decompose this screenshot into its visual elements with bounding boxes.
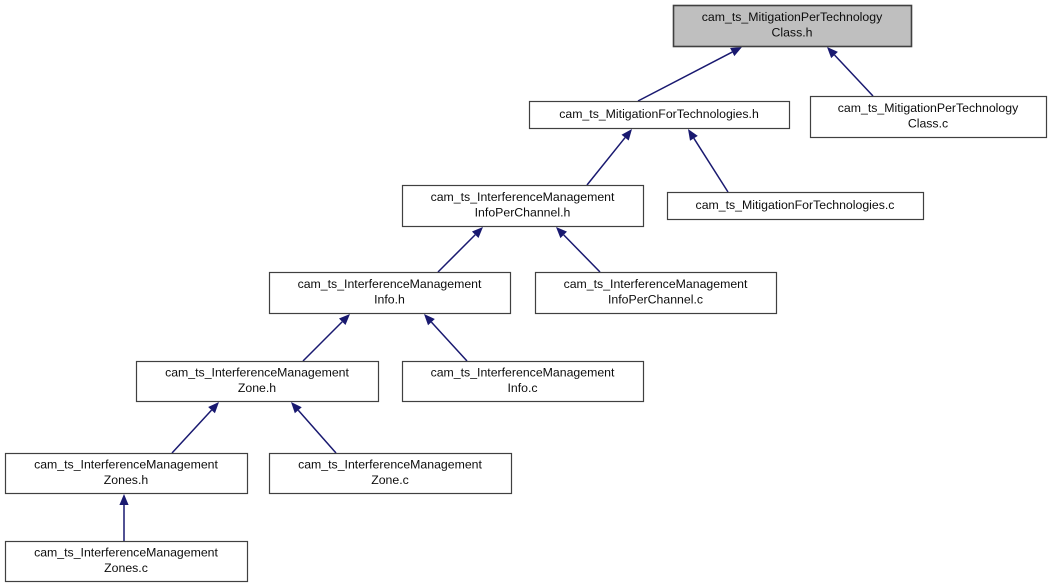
edge-arrowhead — [688, 129, 698, 141]
node-box[interactable] — [135, 360, 380, 403]
node-box[interactable] — [268, 452, 513, 495]
node-box[interactable] — [268, 271, 512, 315]
dependency-edge — [119, 494, 129, 541]
node-label-line: InfoPerChannel.h — [475, 206, 571, 220]
node-label-line: cam_ts_InterferenceManagement — [298, 277, 482, 291]
node-label-line: Class.c — [908, 117, 948, 131]
node-box[interactable] — [401, 184, 645, 228]
edge-layer — [119, 47, 874, 541]
node-label-line: cam_ts_MitigationPerTechnology — [838, 101, 1019, 115]
node-label-line: cam_ts_MitigationForTechnologies.h — [559, 107, 759, 121]
edge-arrowhead — [556, 227, 567, 239]
edge-line — [430, 321, 468, 362]
dependency-edge — [556, 227, 601, 273]
dependency-edge — [637, 47, 742, 102]
dependency-edge — [437, 227, 483, 273]
node-label-line: cam_ts_InterferenceManagement — [34, 458, 218, 472]
node-label-line: cam_ts_InterferenceManagement — [34, 546, 218, 560]
node-box[interactable] — [4, 452, 249, 495]
edge-line — [563, 234, 601, 273]
node-label-line: cam_ts_InterferenceManagement — [165, 366, 349, 380]
node-label-line: Zone.h — [238, 381, 276, 395]
node-label-line: InfoPerChannel.c — [608, 293, 703, 307]
node-label-line: Info.c — [507, 381, 537, 395]
node-box[interactable] — [809, 95, 1048, 139]
node-box[interactable] — [528, 100, 791, 130]
edge-line — [437, 234, 476, 273]
graph-node-interference-management-info-per-channel-c[interactable]: cam_ts_InterferenceManagementInfoPerChan… — [534, 271, 778, 315]
edge-arrowhead — [424, 314, 435, 326]
node-label-line: cam_ts_InterferenceManagement — [564, 277, 748, 291]
node-box[interactable] — [672, 4, 913, 48]
edge-arrowhead — [471, 227, 483, 239]
edge-line — [693, 137, 729, 193]
node-box[interactable] — [4, 540, 249, 583]
edge-line — [586, 137, 626, 186]
edge-line — [302, 321, 343, 362]
graph-node-interference-management-info-per-channel-h[interactable]: cam_ts_InterferenceManagementInfoPerChan… — [401, 184, 645, 228]
node-box[interactable] — [666, 191, 925, 221]
edge-line — [833, 54, 874, 97]
node-label-line: cam_ts_InterferenceManagement — [431, 366, 615, 380]
node-label-line: cam_ts_MitigationPerTechnology — [702, 10, 883, 24]
dependency-edge — [171, 402, 219, 454]
node-label-line: Zones.h — [104, 473, 149, 487]
node-label-line: cam_ts_InterferenceManagement — [298, 458, 482, 472]
node-box[interactable] — [401, 360, 645, 403]
node-label-line: Class.h — [771, 26, 812, 40]
node-label-line: Zone.c — [371, 473, 409, 487]
node-label-line: Info.h — [374, 293, 405, 307]
edge-arrowhead — [291, 402, 302, 414]
edge-arrowhead — [208, 402, 219, 414]
edge-arrowhead — [119, 494, 129, 505]
dependency-edge — [688, 129, 729, 193]
edge-arrowhead — [621, 129, 632, 141]
edge-line — [297, 409, 337, 454]
edge-arrowhead — [827, 47, 838, 59]
node-label-line: cam_ts_MitigationForTechnologies.c — [696, 198, 895, 212]
dependency-edge — [424, 314, 468, 362]
graph-node-mitigation-for-technologies-h[interactable]: cam_ts_MitigationForTechnologies.h — [528, 100, 791, 130]
node-label-line: cam_ts_InterferenceManagement — [431, 190, 615, 204]
node-label-line: Zones.c — [104, 561, 148, 575]
node-layer: cam_ts_MitigationPerTechnologyClass.hcam… — [4, 4, 1048, 583]
dependency-edge — [827, 47, 874, 97]
dependency-edge — [586, 129, 632, 186]
dependency-edge — [291, 402, 337, 454]
graph-node-mitigation-for-technologies-c[interactable]: cam_ts_MitigationForTechnologies.c — [666, 191, 925, 221]
node-box[interactable] — [534, 271, 778, 315]
edge-arrowhead — [730, 47, 742, 57]
edge-line — [637, 51, 733, 102]
dependency-edge — [302, 314, 350, 362]
edge-arrowhead — [338, 314, 350, 326]
edge-line — [171, 409, 213, 454]
